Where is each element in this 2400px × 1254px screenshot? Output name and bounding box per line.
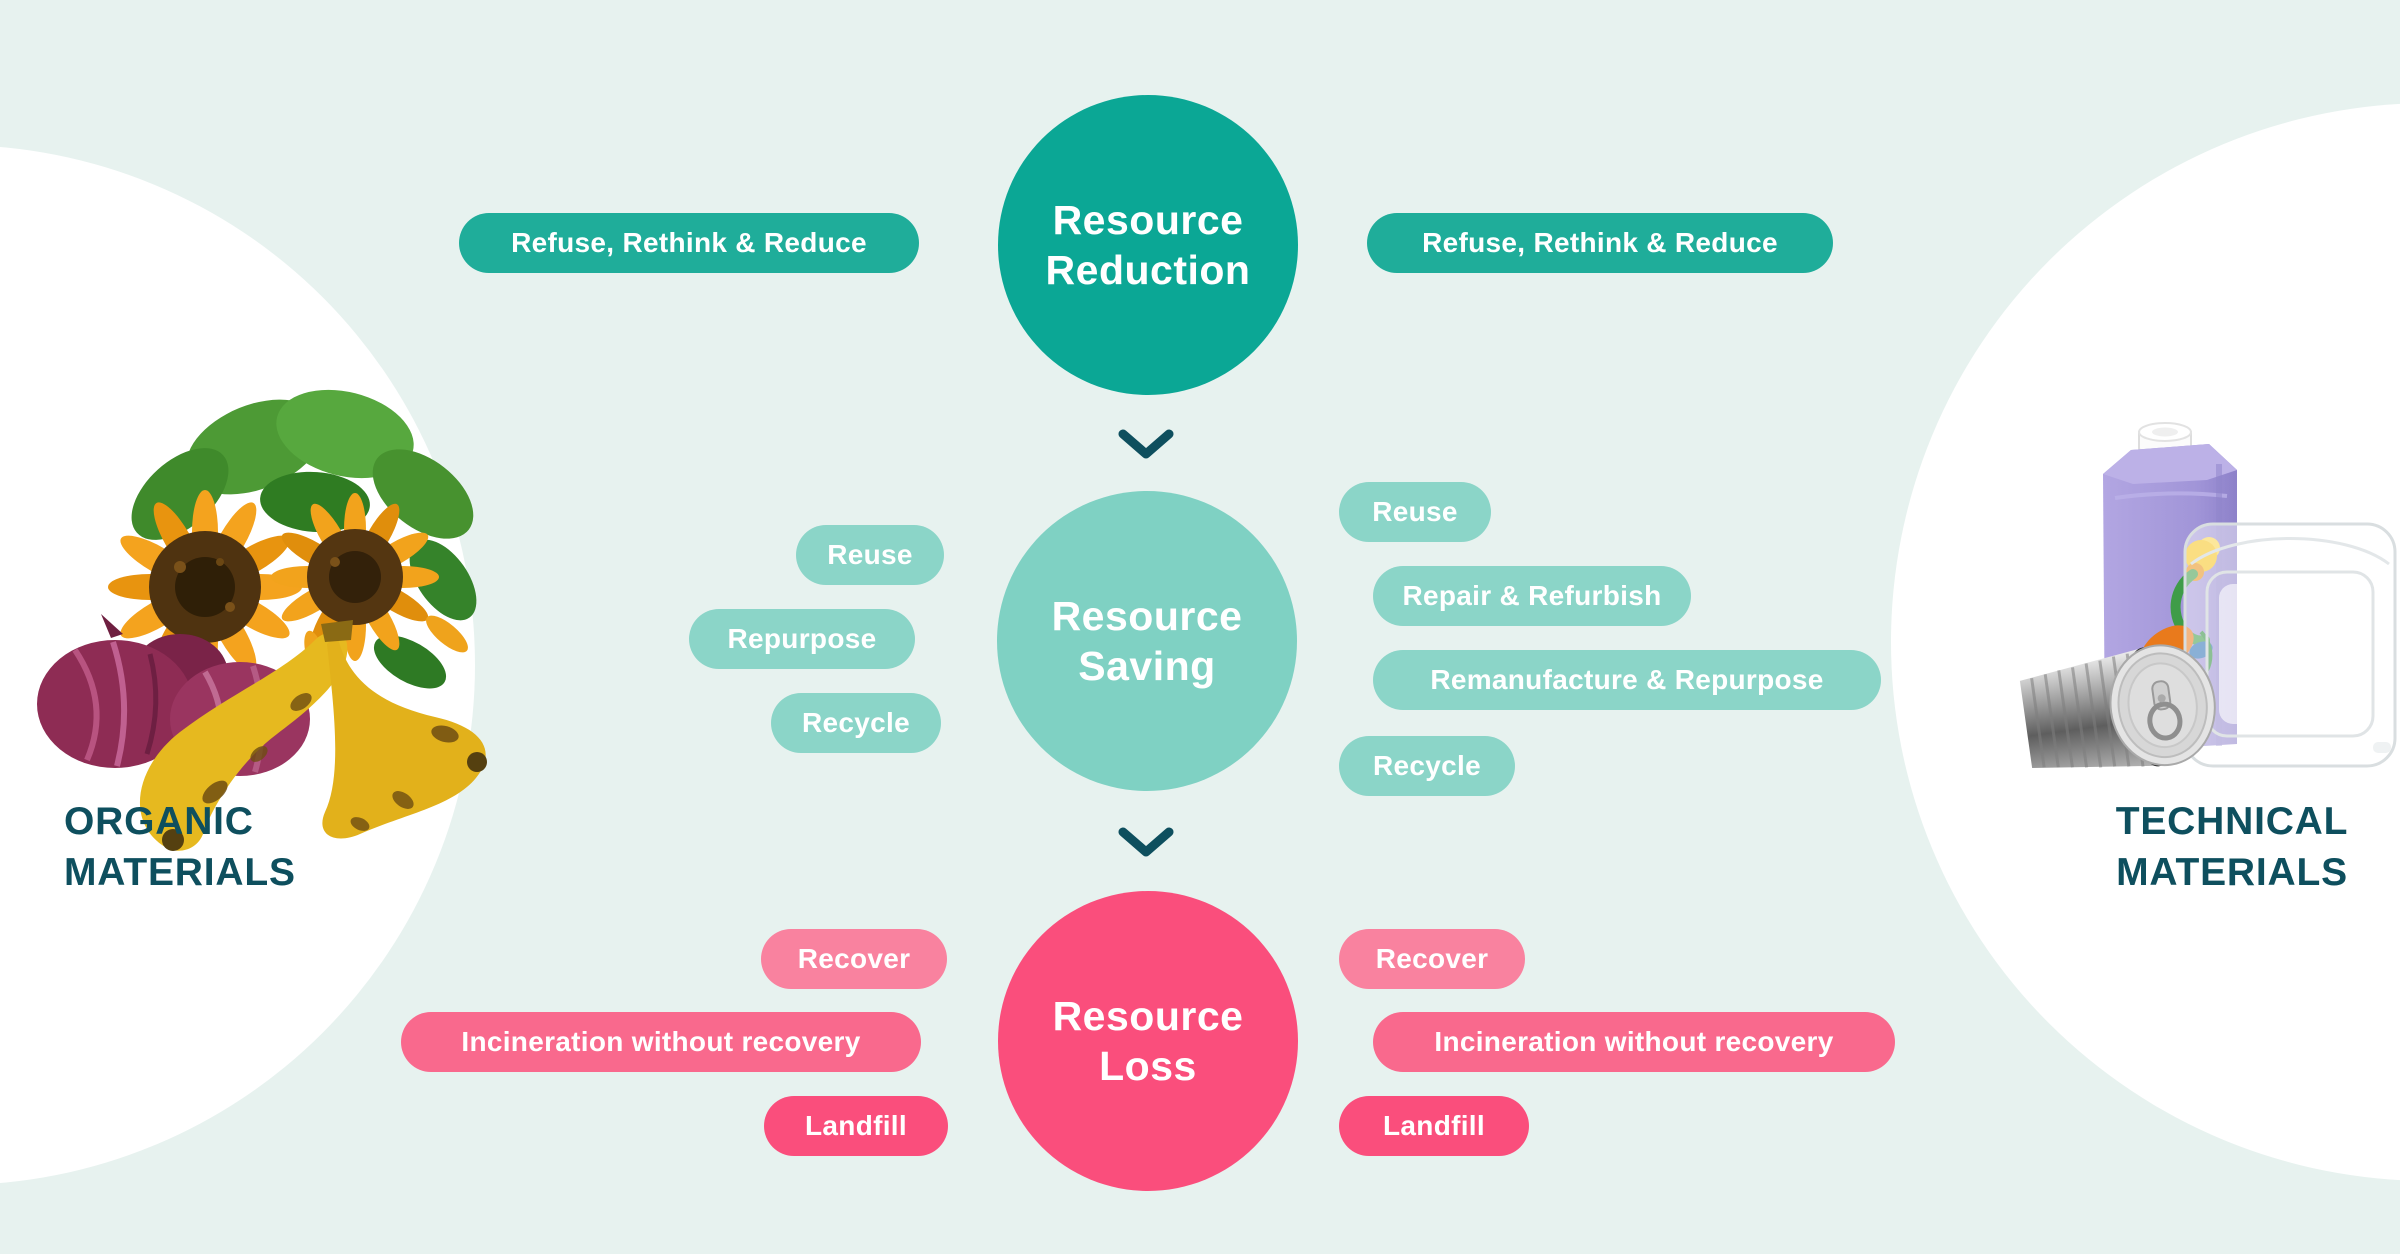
organic-materials-line1: ORGANIC xyxy=(64,800,254,843)
pill-refuse-rethink-reduce-left: Refuse, Rethink & Reduce xyxy=(459,213,919,273)
pill-recycle-left: Recycle xyxy=(771,693,941,753)
pill-recover-left: Recover xyxy=(761,929,947,989)
metal-can xyxy=(2019,644,2216,768)
organic-waste-image xyxy=(37,389,487,851)
chevron-down-icon xyxy=(1118,827,1174,857)
pill-remanufacture-repurpose-right: Remanufacture & Repurpose xyxy=(1373,650,1881,710)
pill-refuse-rethink-reduce-right: Refuse, Rethink & Reduce xyxy=(1367,213,1833,273)
stage-title-line2: Saving xyxy=(1078,643,1216,689)
technical-materials-line1: TECHNICAL xyxy=(2115,800,2349,843)
leaves xyxy=(131,389,477,689)
technical-packaging-image xyxy=(2019,422,2397,768)
pill-incineration-without-recovery-right: Incineration without recovery xyxy=(1373,1012,1895,1072)
pill-reuse-right: Reuse xyxy=(1339,482,1491,542)
banana-peels xyxy=(139,620,487,851)
pill-repurpose-left: Repurpose xyxy=(689,609,915,669)
pill-repair-refurbish-right: Repair & Refurbish xyxy=(1373,566,1691,626)
pill-recover-right: Recover xyxy=(1339,929,1525,989)
stage-title-line2: Loss xyxy=(1099,1043,1197,1089)
organic-materials-line2: MATERIALS xyxy=(64,851,296,895)
pill-reuse-left: Reuse xyxy=(796,525,944,585)
stage-circle-resource-saving: Resource Saving xyxy=(997,491,1297,791)
pill-landfill-right: Landfill xyxy=(1339,1096,1529,1156)
stage-title-line2: Reduction xyxy=(1045,247,1251,293)
pill-incineration-without-recovery-left: Incineration without recovery xyxy=(401,1012,921,1072)
pill-landfill-left: Landfill xyxy=(764,1096,948,1156)
stage-title-line1: Resource xyxy=(1051,592,1243,639)
chevron-down-icon xyxy=(1118,429,1174,459)
clear-plastic-container xyxy=(2183,522,2397,768)
stage-title-line1: Resource xyxy=(1052,196,1244,243)
stage-circle-resource-reduction: Resource Reduction xyxy=(998,95,1298,395)
stage-circle-resource-loss: Resource Loss xyxy=(998,891,1298,1191)
organic-materials-label: ORGANIC MATERIALS xyxy=(64,796,296,899)
technical-materials-label: TECHNICAL MATERIALS xyxy=(2082,796,2382,899)
stage-title-line1: Resource xyxy=(1052,992,1244,1039)
technical-materials-line2: MATERIALS xyxy=(2116,851,2348,895)
pill-recycle-right: Recycle xyxy=(1339,736,1515,796)
